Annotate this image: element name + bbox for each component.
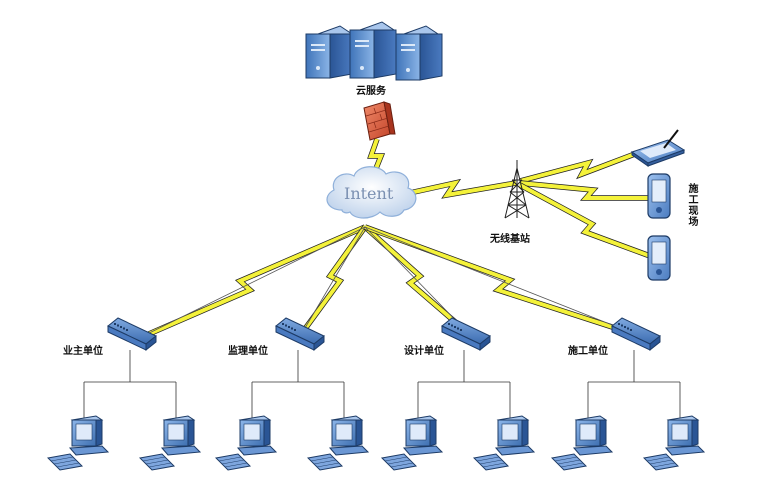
server-icon [305,25,354,79]
workstation-icon [472,415,536,471]
construction-site-label: 施工现场 [688,184,699,228]
unit-networks [46,317,706,471]
server-icon [395,25,443,81]
network-links [133,138,651,343]
firewall-icon [363,101,396,141]
switch-icon [107,317,157,352]
workstation-icon [214,415,278,471]
unit-label-owner: 业主单位 [63,346,103,357]
workstation-icon [550,415,614,471]
wireless-tower-icon [504,160,530,219]
mobile-device-icon [647,235,671,281]
workstation-icon [642,415,706,471]
workstation-icon [306,415,370,471]
unit-network [214,317,370,471]
server-icon [349,21,397,79]
mobile-device-icon [647,173,671,219]
switch-icon [611,317,661,352]
workstation-icon [138,415,202,471]
internet-label: Intent [344,184,394,203]
internet-cloud-icon [326,166,417,219]
workstation-icon [46,415,110,471]
unit-label-design: 设计单位 [404,346,444,357]
switch-icon [275,317,325,352]
unit-label-supervision: 监理单位 [228,346,268,357]
unit-label-construction: 施工单位 [568,346,608,357]
unit-network [46,317,202,471]
base-station-label: 无线基站 [490,234,530,245]
workstation-icon [380,415,444,471]
cloud-servers [305,21,443,81]
cloud-service-label: 云服务 [356,86,386,97]
switch-icon [441,317,491,352]
tablet-pen-icon [630,129,686,167]
unit-network [380,317,536,471]
unit-network [550,317,706,471]
